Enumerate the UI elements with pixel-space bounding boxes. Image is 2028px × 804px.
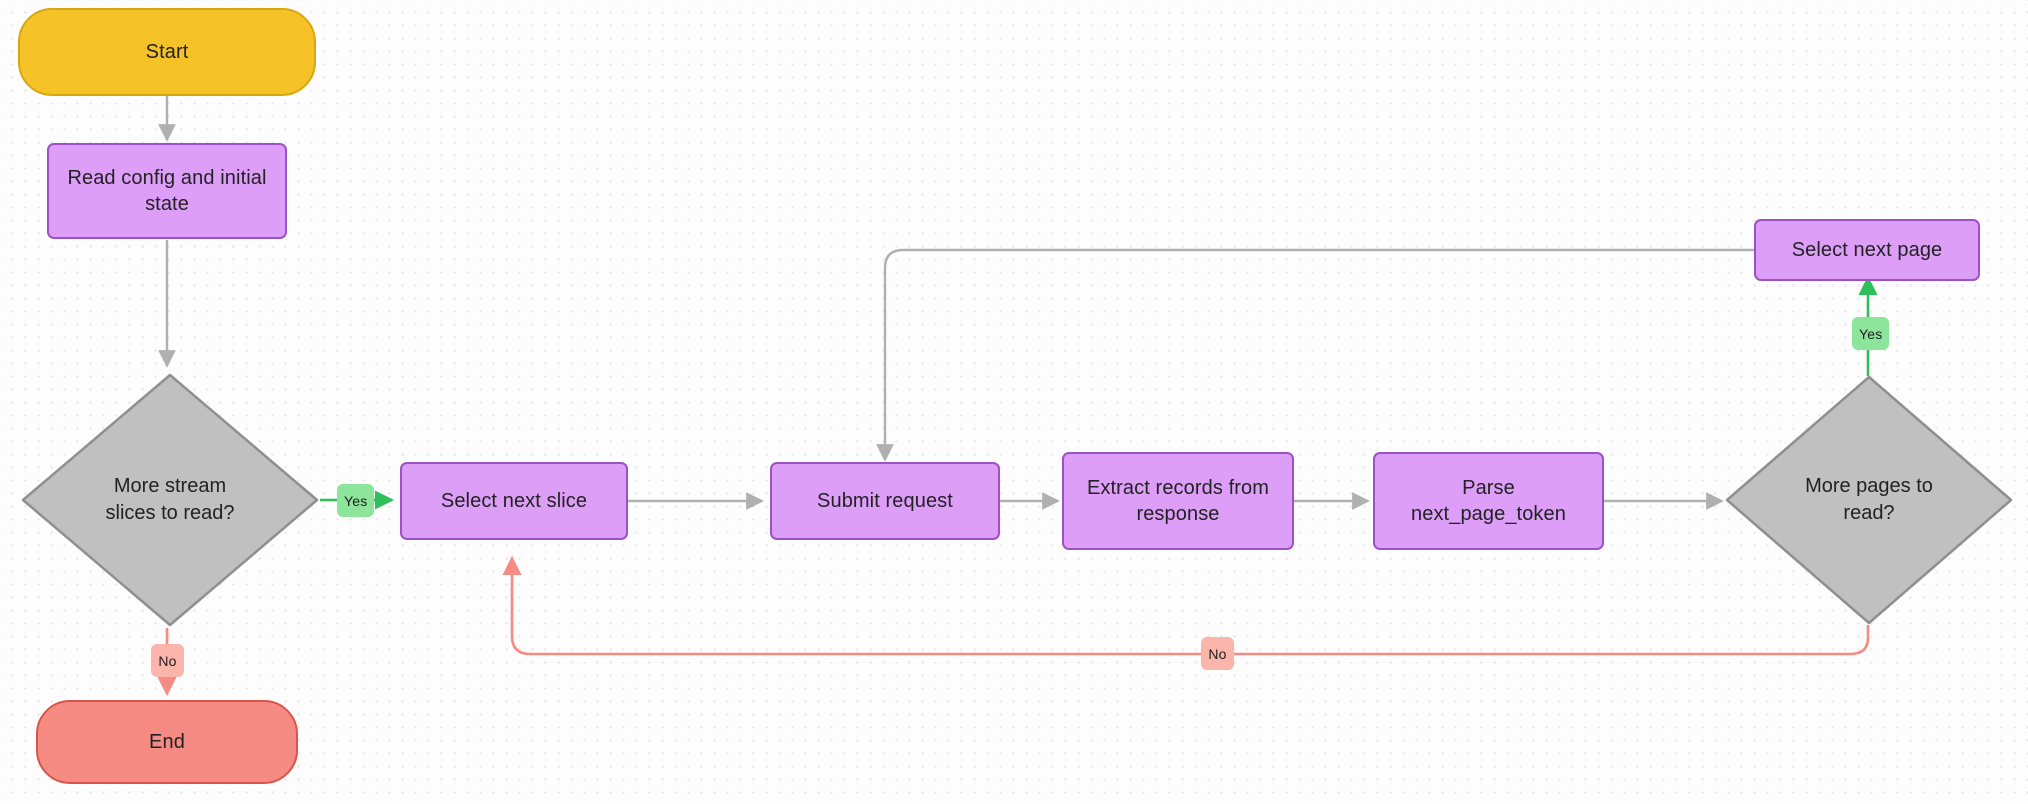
node-extract-records-label: Extract records from response bbox=[1087, 475, 1269, 527]
edge-label-no-slices-text: No bbox=[158, 652, 177, 669]
node-start[interactable]: Start bbox=[18, 8, 316, 96]
node-select-next-slice[interactable]: Select next slice bbox=[400, 462, 628, 540]
node-extract-records[interactable]: Extract records from response bbox=[1062, 452, 1294, 550]
edge-more-pages-no-to-select-slice-loop bbox=[502, 555, 1870, 656]
node-end[interactable]: End bbox=[36, 700, 298, 784]
node-select-next-page-label: Select next page bbox=[1791, 239, 1943, 261]
node-submit-request[interactable]: Submit request bbox=[770, 462, 1000, 540]
node-more-stream-slices[interactable]: More stream slices to read? bbox=[20, 372, 320, 628]
edge-label-no-more-pages: No bbox=[1201, 637, 1234, 670]
node-read-config[interactable]: Read config and initial state bbox=[47, 143, 287, 239]
node-parse-next-page-token-label: Parse next_page_token bbox=[1411, 475, 1566, 527]
edge-label-no-pages-text: No bbox=[1208, 645, 1227, 662]
extract-line2: response bbox=[1136, 503, 1220, 525]
node-end-label: End bbox=[149, 731, 185, 753]
parse-line2: next_page_token bbox=[1411, 503, 1566, 525]
node-more-pages[interactable]: More pages to read? bbox=[1724, 374, 2014, 626]
edge-label-yes-pages-text: Yes bbox=[1859, 325, 1883, 342]
diamond-shape-more-slices bbox=[21, 373, 319, 627]
extract-line1: Extract records from bbox=[1086, 477, 1270, 499]
node-read-config-label: Read config and initial state bbox=[67, 165, 266, 217]
parse-line1: Parse bbox=[1462, 477, 1515, 499]
node-select-next-slice-label: Select next slice bbox=[440, 490, 588, 512]
node-read-config-line1: Read config and initial bbox=[67, 167, 267, 189]
edge-label-yes-more-pages: Yes bbox=[1852, 317, 1890, 350]
edge-label-yes-more-slices: Yes bbox=[337, 484, 375, 517]
edge-select-page-to-submit-loop bbox=[876, 248, 1754, 462]
diamond-shape-more-pages bbox=[1725, 375, 2013, 625]
edge-label-no-more-slices: No bbox=[151, 644, 184, 677]
node-parse-next-page-token[interactable]: Parse next_page_token bbox=[1373, 452, 1604, 550]
node-read-config-line2: state bbox=[145, 193, 189, 215]
node-start-label: Start bbox=[145, 41, 189, 63]
node-select-next-page[interactable]: Select next page bbox=[1754, 219, 1980, 281]
edge-label-yes-slices-text: Yes bbox=[344, 492, 368, 509]
node-submit-request-label: Submit request bbox=[817, 490, 953, 512]
